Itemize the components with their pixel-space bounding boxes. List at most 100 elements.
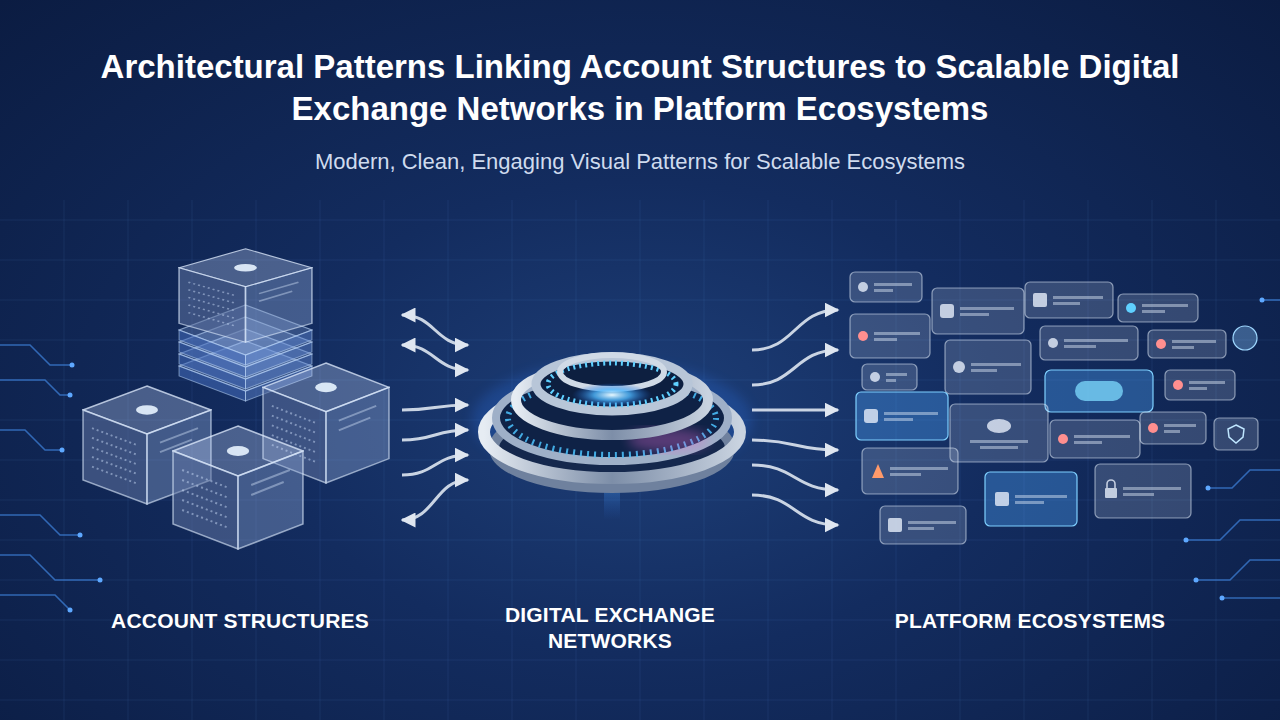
ecosystem-cards-part	[1025, 282, 1113, 318]
ecosystem-cards-part-part	[858, 331, 868, 341]
ecosystem-cards-part	[950, 404, 1048, 462]
flow-arrow	[752, 310, 838, 350]
ecosystem-cards-part-part	[1105, 488, 1117, 498]
circuit-dots-part	[1220, 596, 1225, 601]
ecosystem-cards-part-part	[1118, 294, 1198, 322]
ecosystem-cards-part-part	[874, 338, 897, 341]
ecosystem-cards-part-part	[1142, 304, 1188, 307]
diagram-title: Architectural Patterns Linking Account S…	[40, 46, 1240, 130]
ecosystem-cards-part-part	[960, 313, 989, 316]
circuit-traces-part	[1196, 560, 1280, 580]
ecosystem-cards-part-part	[1123, 493, 1154, 496]
ecosystem-cards-part	[945, 340, 1031, 394]
flow-arrow	[402, 430, 468, 440]
ecosystem-cards-part-part	[1053, 302, 1080, 305]
account-cubes-part	[179, 249, 312, 342]
ecosystem-cards-part	[856, 392, 948, 440]
flow-arrow	[752, 409, 838, 412]
exchange-ring	[472, 355, 752, 520]
circuit-traces-part	[1222, 597, 1280, 599]
ecosystem-cards-part-part	[884, 418, 913, 421]
ecosystem-cards-part	[1214, 418, 1258, 450]
diagram-caption: Modern, Clean, Engaging Visual Patterns …	[90, 148, 1190, 176]
ecosystem-cards-part-part	[1156, 339, 1166, 349]
ecosystem-cards-part-part	[886, 373, 907, 376]
ecosystem-cards-part-part	[980, 446, 1018, 449]
ecosystem-cards-part-part	[850, 272, 922, 302]
circuit-dots-part	[1184, 538, 1189, 543]
circuit-dots-part	[1194, 578, 1199, 583]
ecosystem-cards-part-part	[858, 282, 868, 292]
diagram-group: DIGITAL EXCHANGE NETWORKS	[470, 280, 750, 660]
flow-arrow	[752, 350, 838, 385]
ecosystem-cards-part-part	[940, 304, 954, 318]
ecosystem-cards-part-part	[870, 372, 880, 382]
ecosystem-cards-part	[1165, 370, 1235, 400]
ecosystem-cards-part-part	[890, 467, 948, 470]
group-heading: PLATFORM ECOSYSTEMS	[895, 608, 1166, 634]
ecosystem-cards-part-part	[1058, 434, 1068, 444]
circuit-traces-part	[0, 345, 72, 365]
ecosystem-cards	[850, 272, 1258, 544]
ecosystem-cards-part-part	[874, 332, 920, 335]
ecosystem-cards-part	[1045, 370, 1153, 412]
ecosystem-cards-part-part	[1164, 430, 1180, 433]
ecosystem-cards-part	[850, 272, 922, 302]
ecosystem-cards-part-part	[945, 340, 1031, 394]
circuit-dots-part	[1260, 298, 1265, 303]
ecosystem-cards-part-part	[1040, 326, 1138, 360]
flow-arrow	[752, 465, 838, 490]
ecosystem-cards-part-part	[950, 404, 1048, 462]
exchange-ring-part	[572, 383, 652, 407]
header: Architectural Patterns Linking Account S…	[0, 46, 1280, 176]
ecosystem-cards-part-part	[970, 440, 1028, 443]
ecosystem-cards-part-part	[862, 448, 958, 494]
ecosystem-cards-part-part	[1074, 441, 1102, 444]
ecosystem-cards-part-part	[874, 283, 912, 286]
ecosystem-cards-part-part	[874, 289, 893, 292]
ecosystem-cards-part	[1233, 326, 1257, 350]
ecosystem-cards-part	[850, 314, 930, 358]
ecosystem-cards-part-part	[1172, 346, 1194, 349]
flow-arrow	[402, 315, 468, 345]
flow-arrow	[752, 440, 838, 450]
ecosystem-cards-part-part	[1107, 480, 1115, 488]
circuit-dots-part	[68, 393, 73, 398]
flow-arrow	[402, 405, 468, 410]
ecosystem-cards-part-part	[953, 361, 965, 373]
circuit-traces-part	[1208, 470, 1280, 488]
circuit-traces-part	[0, 515, 80, 535]
circuit-dots-part	[70, 363, 75, 368]
ecosystem-cards-part-part	[884, 412, 938, 415]
ecosystem-cards-part	[862, 364, 917, 390]
ecosystem-cards-part-part	[1075, 381, 1123, 401]
circuit-dots-part	[60, 448, 65, 453]
flow-arrow	[752, 495, 838, 525]
ecosystem-cards-part	[1140, 412, 1206, 444]
group-heading: DIGITAL EXCHANGE NETWORKS	[485, 602, 735, 654]
ecosystem-cards-part-part	[1148, 423, 1158, 433]
ecosystem-cards-part-part	[1053, 296, 1103, 299]
circuit-traces-part	[0, 380, 70, 395]
ecosystem-cards-part-part	[1033, 293, 1047, 307]
ecosystem-cards-part-part	[1172, 340, 1216, 343]
circuit-dots-part	[68, 608, 73, 613]
circuit-traces	[0, 300, 1280, 610]
circuit-traces-part	[0, 595, 70, 610]
ecosystem-cards-part-part	[1074, 435, 1130, 438]
ecosystem-cards-part	[932, 288, 1024, 334]
ecosystem-cards-part-part	[872, 464, 884, 478]
ecosystem-cards-part-part	[987, 419, 1011, 433]
ecosystem-cards-part-part	[985, 472, 1077, 526]
ecosystem-cards-part-part	[1123, 487, 1181, 490]
ecosystem-cards-part-part	[1165, 370, 1235, 400]
ecosystem-cards-part-part	[890, 473, 921, 476]
circuit-traces-part	[0, 555, 100, 580]
account-cubes-part	[173, 426, 303, 549]
ecosystem-cards-part-part	[1164, 424, 1196, 427]
ecosystem-cards-part-part	[1126, 303, 1136, 313]
ecosystem-cards-part-part	[908, 521, 956, 524]
circuit-dots-part	[98, 578, 103, 583]
